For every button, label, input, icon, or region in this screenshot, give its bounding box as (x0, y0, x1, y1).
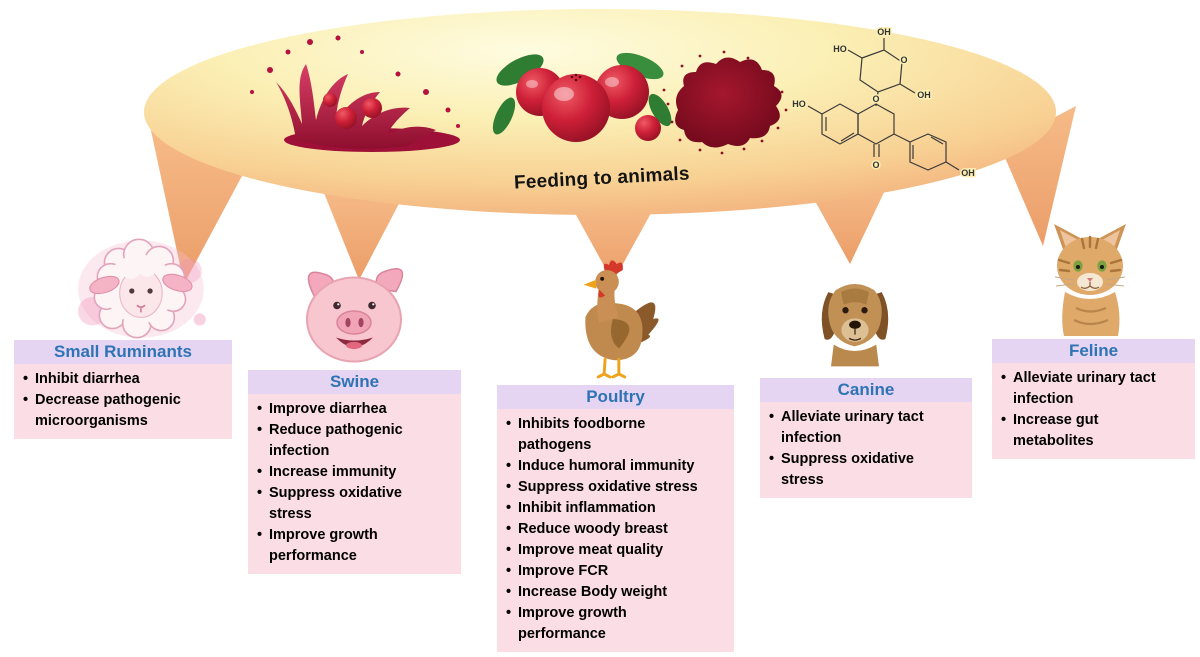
swine-bullet-list: Improve diarrheaReduce pathogenic infect… (256, 399, 443, 567)
feline-title: Feline (992, 339, 1195, 364)
canine-bullet-list: Alleviate urinary tact infectionSuppress… (768, 407, 952, 491)
bullet-item: Inhibit inflammation (505, 498, 718, 519)
bullet-item: Improve meat quality (505, 540, 718, 561)
bullet-item: Improve growth performance (256, 525, 443, 567)
dog-icon (812, 264, 898, 370)
bullet-item: Induce humoral immunity (505, 456, 718, 477)
chicken-icon (556, 258, 664, 386)
mol-label-oh-bring: OH (961, 168, 975, 178)
canine-title: Canine (760, 378, 972, 403)
bullet-item: Inhibits foodborne pathogens (505, 414, 718, 456)
mol-label-ho-sugar: HO (833, 44, 847, 54)
bullet-item: Increase immunity (256, 462, 443, 483)
flavonoid-structure-icon: OH HO O OH HO O O OH (791, 26, 977, 180)
mol-label-oh-top: OH (877, 27, 891, 37)
cranberry-juice-splash-icon (250, 35, 460, 152)
bullet-item: Suppress oxidative stress (256, 483, 443, 525)
swine-box: Swine Improve diarrheaReduce pathogenic … (248, 370, 461, 575)
bullet-item: Decrease pathogenic microorganisms (22, 390, 222, 432)
bullet-item: Increase gut metabolites (1000, 410, 1181, 452)
small-ruminants-body: Inhibit diarrheaDecrease pathogenic micr… (14, 364, 232, 440)
small-ruminants-bullet-list: Inhibit diarrheaDecrease pathogenic micr… (22, 369, 222, 432)
feline-body: Alleviate urinary tact infectionIncrease… (992, 363, 1195, 460)
bullet-item: Suppress oxidative stress (505, 477, 718, 498)
bullet-item: Improve diarrhea (256, 399, 443, 420)
mol-label-o-cring: O (872, 94, 879, 104)
bullet-item: Improve growth performance (505, 603, 718, 645)
bullet-item: Reduce woody breast (505, 519, 718, 540)
mol-label-o-ketone: O (872, 160, 879, 170)
small-ruminants-title: Small Ruminants (14, 340, 232, 365)
small-ruminants-box: Small Ruminants Inhibit diarrheaDecrease… (14, 340, 232, 440)
bullet-item: Inhibit diarrhea (22, 369, 222, 390)
cat-icon (1040, 220, 1140, 340)
feline-bullet-list: Alleviate urinary tact infectionIncrease… (1000, 368, 1181, 452)
mol-label-oh-sugar: OH (917, 90, 931, 100)
canine-box: Canine Alleviate urinary tact infectionS… (760, 378, 972, 499)
feline-box: Feline Alleviate urinary tact infectionI… (992, 339, 1195, 460)
feeding-sources-graphic: OH HO O OH HO O O OH (144, 9, 1076, 284)
bullet-item: Reduce pathogenic infection (256, 420, 443, 462)
canine-body: Alleviate urinary tact infectionSuppress… (760, 402, 972, 499)
arrow-to-canine (810, 184, 888, 264)
bullet-item: Increase Body weight (505, 582, 718, 603)
mol-label-ho-aring: HO (792, 99, 806, 109)
poultry-bullet-list: Inhibits foodborne pathogensInduce humor… (505, 414, 718, 645)
bullet-item: Alleviate urinary tact infection (768, 407, 952, 449)
bullet-item: Suppress oxidative stress (768, 449, 952, 491)
poultry-body: Inhibits foodborne pathogensInduce humor… (497, 409, 734, 653)
swine-title: Swine (248, 370, 461, 395)
poultry-title: Poultry (497, 385, 734, 410)
poultry-box: Poultry Inhibits foodborne pathogensIndu… (497, 385, 734, 653)
arrow-to-swine (322, 188, 404, 280)
arrow-to-poultry (570, 204, 656, 282)
pig-icon (292, 255, 422, 371)
mol-label-o-sugar-ring: O (900, 55, 907, 65)
cranberries-icon (492, 52, 672, 142)
sheep-icon (70, 226, 222, 350)
bullet-item: Alleviate urinary tact infection (1000, 368, 1181, 410)
swine-body: Improve diarrheaReduce pathogenic infect… (248, 394, 461, 575)
bullet-item: Improve FCR (505, 561, 718, 582)
cranberry-powder-icon (662, 50, 788, 155)
